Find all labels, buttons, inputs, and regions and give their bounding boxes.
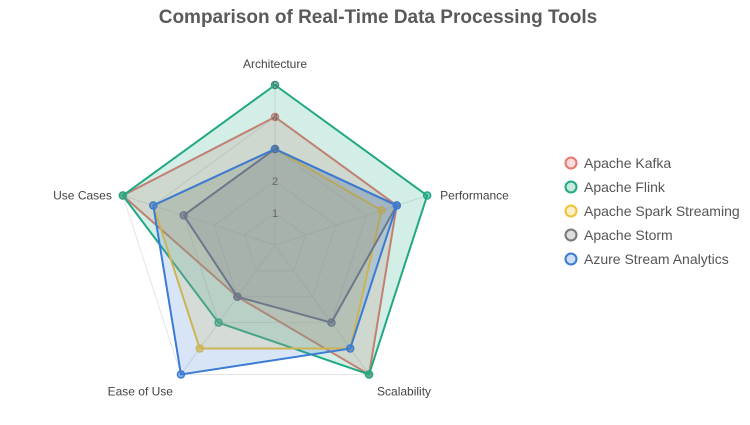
legend-item-apache-storm[interactable]: Apache Storm [564, 227, 673, 243]
data-point-apache-spark-streaming-ease-of-use[interactable] [195, 344, 205, 353]
axis-label-scalability: Scalability [377, 384, 431, 398]
legend-marker-apache-kafka [564, 156, 578, 170]
legend-item-azure-stream-analytics[interactable]: Azure Stream Analytics [564, 251, 729, 267]
grid-ring-2 [213, 180, 337, 298]
legend-marker-apache-spark-streaming [564, 204, 578, 218]
data-point-apache-flink-use-cases[interactable] [118, 191, 128, 200]
data-point-apache-storm-ease-of-use[interactable] [233, 292, 242, 302]
tick-label-4: 4 [272, 112, 278, 124]
axis-spoke-use-cases [122, 195, 276, 246]
axis-label-ease-of-use: Ease of Use [108, 384, 174, 398]
axis-label-use-cases: Use Cases [53, 189, 112, 203]
radar-ticks: 1 2 3 4 5 [272, 80, 278, 220]
legend-label-apache-kafka: Apache Kafka [584, 155, 671, 171]
data-point-apache-flink-architecture[interactable] [270, 80, 280, 90]
data-point-azure-stream-analytics-use-cases[interactable] [149, 201, 158, 210]
legend-item-apache-flink[interactable]: Apache Flink [564, 179, 666, 195]
data-point-apache-flink-scalability[interactable] [364, 370, 374, 379]
data-point-apache-flink-ease-of-use[interactable] [214, 318, 223, 327]
legend-marker-azure-stream-analytics [564, 252, 578, 266]
data-point-apache-flink-performance[interactable] [422, 191, 432, 200]
grid-ring-1 [243, 212, 307, 272]
axis-spoke-scalability [274, 244, 370, 375]
data-point-azure-stream-analytics-scalability[interactable] [345, 344, 355, 353]
data-point-azure-stream-analytics-architecture[interactable] [270, 144, 280, 154]
legend-marker-apache-flink [564, 180, 578, 194]
tick-label-5: 5 [272, 80, 278, 92]
data-point-azure-stream-analytics-performance[interactable] [392, 201, 401, 210]
series-area-azure-stream-analytics [152, 148, 398, 376]
axis-spoke-ease-of-use [180, 244, 276, 375]
axis-label-architecture: Architecture [243, 57, 307, 71]
data-point-apache-spark-streaming-performance[interactable] [377, 206, 386, 215]
legend-label-apache-flink: Apache Flink [584, 179, 666, 195]
data-point-apache-storm-scalability[interactable] [327, 318, 336, 327]
data-point-apache-kafka-architecture[interactable] [270, 112, 280, 122]
tick-label-2: 2 [272, 176, 278, 188]
data-point-apache-storm-use-cases[interactable] [179, 211, 188, 220]
chart-title: Comparison of Real-Time Data Processing … [159, 7, 598, 28]
legend-label-apache-spark-streaming: Apache Spark Streaming [584, 203, 740, 219]
legend-marker-apache-storm [564, 228, 578, 242]
legend-label-azure-stream-analytics: Azure Stream Analytics [584, 251, 729, 267]
legend-item-apache-kafka[interactable]: Apache Kafka [564, 155, 672, 171]
series-azure-stream-analytics [149, 144, 401, 379]
axis-label-performance: Performance [440, 189, 509, 203]
radar-series [118, 80, 432, 379]
tick-label-3: 3 [272, 144, 278, 156]
tick-label-1: 1 [272, 208, 278, 220]
data-point-azure-stream-analytics-ease-of-use[interactable] [176, 370, 186, 379]
legend-item-apache-spark-streaming[interactable]: Apache Spark Streaming [564, 203, 740, 219]
legend-label-apache-storm: Apache Storm [584, 227, 673, 243]
series-area-apache-kafka [121, 116, 398, 376]
axis-spoke-performance [274, 195, 428, 246]
